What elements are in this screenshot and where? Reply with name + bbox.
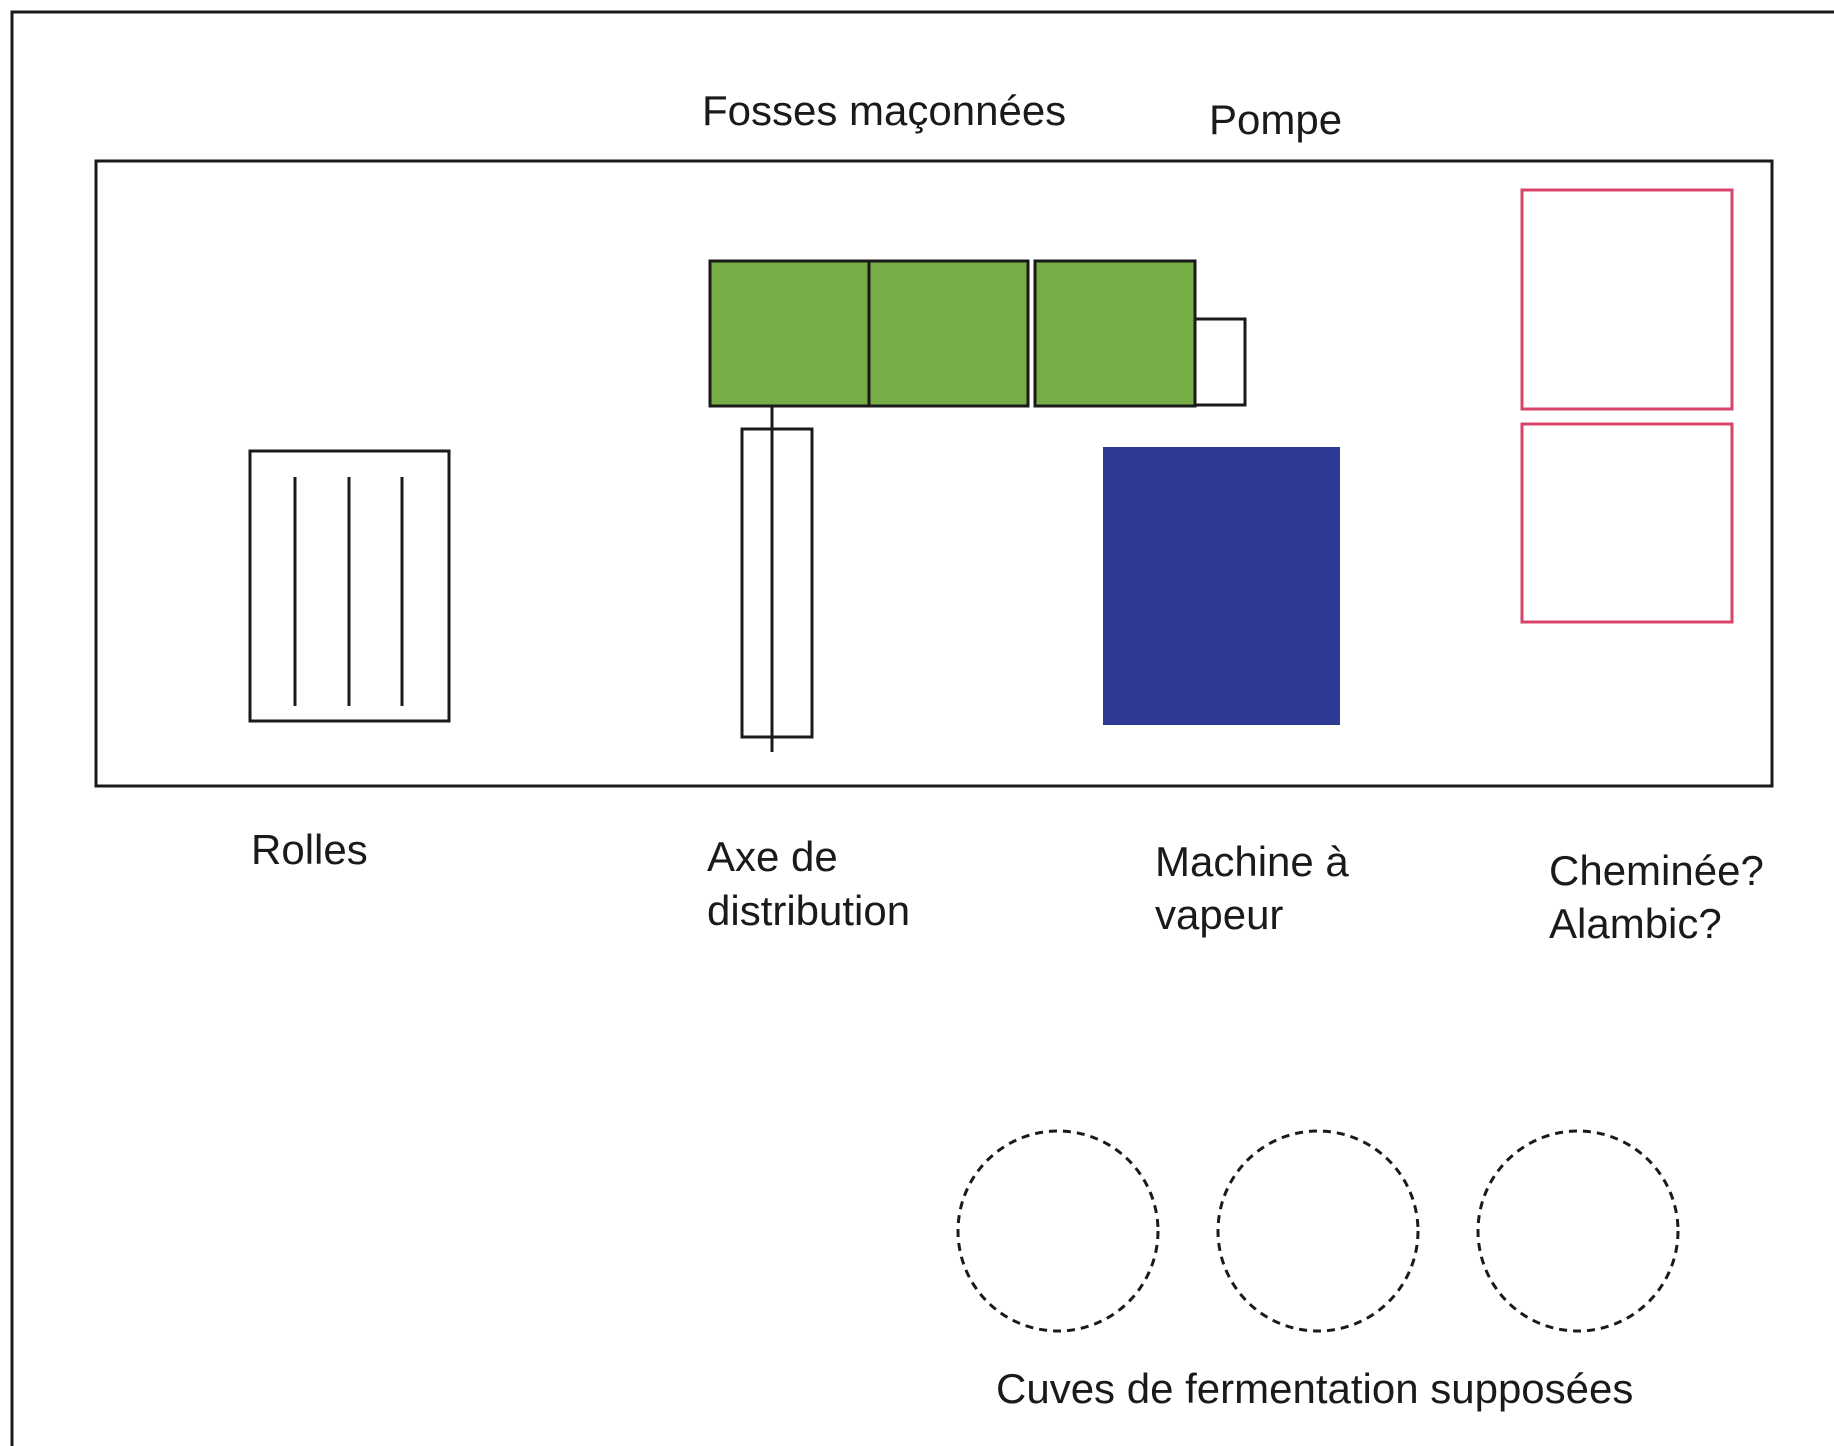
fosse-2 — [867, 259, 1030, 408]
label-axe-line2: distribution — [707, 887, 910, 934]
fosse-3 — [1033, 259, 1197, 408]
label-axe-line1: Axe de — [707, 833, 838, 880]
page-frame — [10, 10, 1834, 1446]
label-rolles: Rolles — [251, 826, 368, 873]
fosse-1 — [708, 259, 871, 408]
cuve-2 — [1216, 1129, 1420, 1333]
building-outline — [94, 159, 1774, 788]
machine-a-vapeur-block — [1103, 447, 1340, 725]
axe-distribution-group — [740, 406, 814, 752]
cuve-1 — [956, 1129, 1160, 1333]
cuves-group — [956, 1129, 1680, 1333]
label-pompe: Pompe — [1209, 96, 1342, 143]
rolles-group — [248, 449, 451, 723]
axe-box — [740, 427, 814, 739]
pompe-box — [1193, 317, 1247, 407]
label-cheminee-line1: Cheminée? — [1549, 847, 1764, 894]
label-cheminee-line2: Alambic? — [1549, 900, 1722, 947]
rolles-box — [248, 449, 451, 723]
cuve-3 — [1476, 1129, 1680, 1333]
fosses-maconnees-group — [708, 259, 1197, 408]
cheminee-box-bottom — [1520, 422, 1734, 624]
cheminee-alambic-group — [1520, 188, 1734, 624]
cheminee-box-top — [1520, 188, 1734, 411]
label-machine-line1: Machine à — [1155, 838, 1349, 885]
label-fosses-maconnees: Fosses maçonnées — [702, 87, 1066, 134]
label-cuves: Cuves de fermentation supposées — [996, 1365, 1633, 1412]
label-machine-line2: vapeur — [1155, 891, 1283, 938]
